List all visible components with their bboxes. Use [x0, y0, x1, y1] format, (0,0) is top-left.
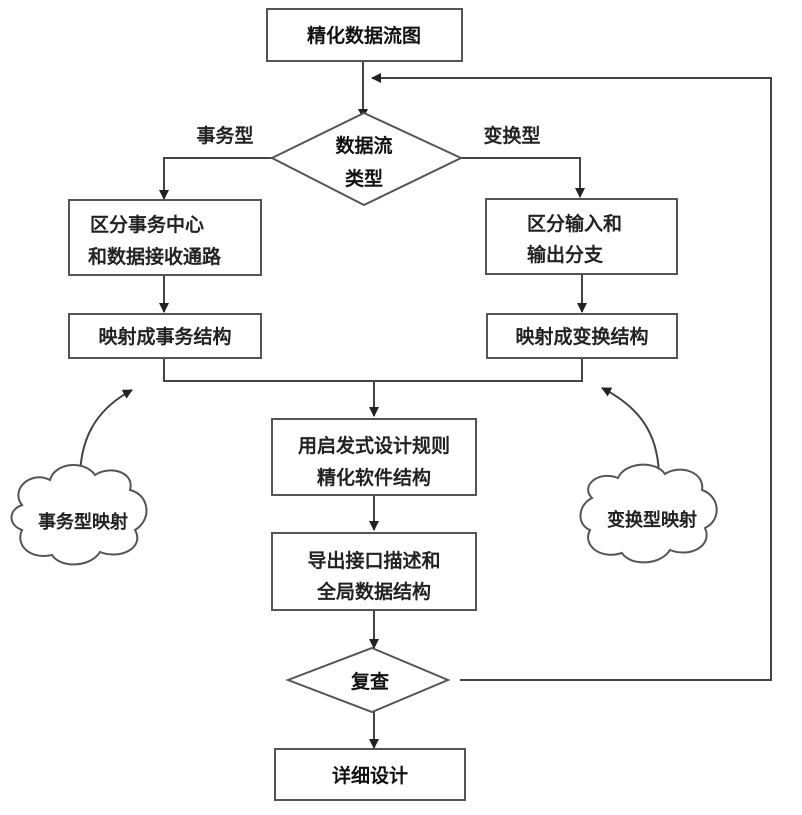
edge-type-to-transform	[461, 157, 585, 198]
node-refine-dfd: 精化数据流图	[266, 8, 463, 62]
node-distinguish-io-line2: 输出分支	[527, 243, 604, 266]
node-export-interface: 导出接口描述和 全局数据结构	[271, 532, 477, 611]
cloud-transaction-mapping: 事务型映射	[10, 463, 148, 566]
node-detailed-design: 详细设计	[274, 748, 466, 801]
edge-merge	[163, 358, 583, 382]
node-detailed-design-label: 详细设计	[332, 764, 408, 787]
edge-label-transform: 变换型	[483, 124, 540, 147]
node-heuristic-refine-line2: 精化软件结构	[317, 466, 431, 489]
edge-label-transaction: 事务型	[196, 124, 253, 147]
node-heuristic-refine-line1: 用启发式设计规则	[298, 434, 450, 457]
node-distinguish-io: 区分输入和 输出分支	[485, 198, 678, 275]
node-export-interface-line1: 导出接口描述和	[307, 549, 440, 572]
node-refine-dfd-label: 精化数据流图	[307, 24, 421, 47]
node-map-transform: 映射成变换结构	[486, 313, 678, 359]
decision-dfd-type-line2: 类型	[345, 167, 383, 190]
node-distinguish-transaction: 区分事务中心 和数据接收通路	[68, 199, 262, 276]
node-distinguish-io-line1: 区分输入和	[527, 212, 622, 235]
node-export-interface-line2: 全局数据结构	[316, 580, 431, 603]
node-map-transaction: 映射成事务结构	[68, 313, 262, 359]
decision-dfd-type: 数据流 类型	[269, 111, 464, 207]
node-heuristic-refine: 用启发式设计规则 精化软件结构	[271, 418, 477, 496]
node-distinguish-transaction-line2: 和数据接收通路	[88, 245, 222, 268]
cloud-transform-mapping: 变换型映射	[579, 463, 718, 564]
edge-type-to-transaction	[159, 157, 272, 200]
cloud-transaction-mapping-label: 事务型映射	[38, 511, 128, 533]
decision-review-label: 复查	[350, 670, 390, 693]
decision-dfd-type-line1: 数据流	[335, 134, 392, 157]
node-map-transform-label: 映射成变换结构	[515, 325, 648, 348]
edge-review-loop-back	[371, 73, 772, 681]
node-map-transaction-label: 映射成事务结构	[98, 325, 231, 348]
node-distinguish-transaction-line1: 区分事务中心	[90, 213, 204, 236]
decision-review: 复查	[285, 646, 451, 714]
cloud-transform-mapping-label: 变换型映射	[607, 509, 697, 531]
